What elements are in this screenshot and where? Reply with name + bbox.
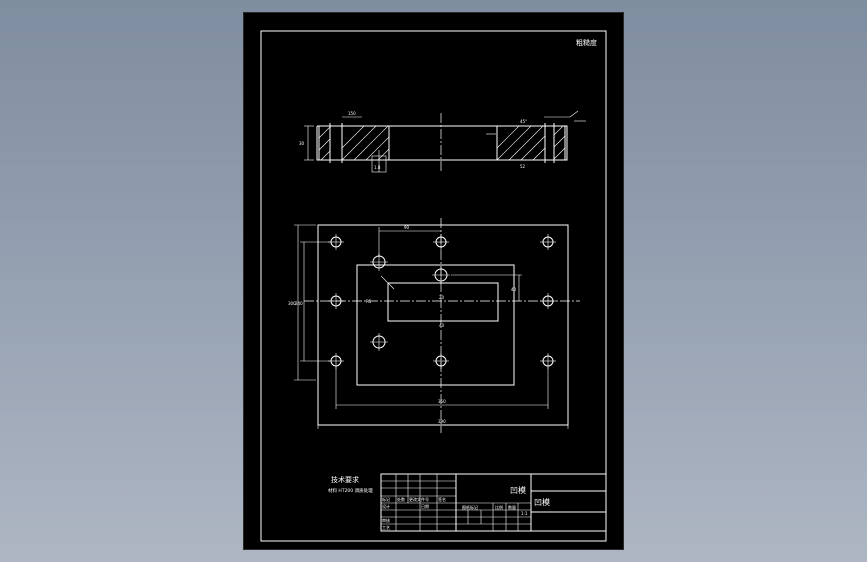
hole <box>328 234 344 250</box>
thickness-dim: 30 <box>299 141 305 146</box>
chamfer-note: 45° <box>520 119 527 124</box>
drawing-border <box>260 30 607 542</box>
hole <box>328 353 344 369</box>
dim-slot-width: 90 <box>404 225 410 230</box>
dim-hole-span: 350 <box>438 399 446 404</box>
hole <box>540 353 556 369</box>
part-name: 凹模 <box>510 485 526 495</box>
dim-inner-height: 240 <box>295 301 303 306</box>
dim-slot-height: 40 <box>511 287 517 292</box>
tb-cell: 处数 <box>397 496 405 502</box>
tech-requirements: 技术要求 材料 HT200 调质处理 <box>328 475 373 494</box>
scale-value: 1:1 <box>521 511 528 516</box>
drawing-sheet: 粗糙度 <box>244 13 623 549</box>
hole-callout: 1.8 <box>374 165 381 170</box>
material-label: 图纸标记 <box>462 504 478 510</box>
qty-label: 数量 <box>508 504 516 510</box>
dim-slot-label: R5 <box>366 299 372 304</box>
hole <box>433 353 449 369</box>
top-dim: 150 <box>348 111 356 116</box>
tech-req-text: 材料 HT200 调质处理 <box>328 487 373 494</box>
dim-outer-height: 300 <box>288 301 296 306</box>
title-block: 凹模 凹模 图纸标记 比例 数量 1:1 标记 处数 更改文件号 签名 设计 审… <box>380 473 607 532</box>
section-view: 1.8 30 150 45° 52 <box>299 110 586 173</box>
cad-drawing: 粗糙度 <box>260 30 607 542</box>
plan-dimensions: 90 40 240 300 350 390 R5 40 20 <box>288 224 569 429</box>
tb-cell: 更改文件号 <box>409 496 429 502</box>
hole <box>370 333 388 351</box>
tb-cell: 标记 <box>382 496 390 502</box>
roughness-note: 粗糙度 <box>576 38 597 47</box>
hole <box>432 266 450 284</box>
dim-slot-depth: 20 <box>439 295 445 300</box>
hole <box>328 293 344 309</box>
tb-cell: 设计 <box>382 503 390 509</box>
bottom-dim: 52 <box>520 164 526 169</box>
dim-offset: 40 <box>439 323 445 328</box>
tb-cell: 签名 <box>438 496 446 502</box>
holes <box>328 234 556 369</box>
drawing-title: 凹模 <box>534 497 550 507</box>
tb-cell: 审核 <box>382 517 390 523</box>
tb-cell: 工艺 <box>382 525 390 530</box>
tb-cell: 日期 <box>421 503 429 509</box>
tech-req-title: 技术要求 <box>331 475 359 484</box>
hole <box>540 234 556 250</box>
dim-overall-width: 390 <box>438 419 446 424</box>
hole <box>540 293 556 309</box>
plan-view <box>304 218 580 433</box>
scale-label: 比例 <box>495 504 503 510</box>
hole <box>433 234 449 250</box>
